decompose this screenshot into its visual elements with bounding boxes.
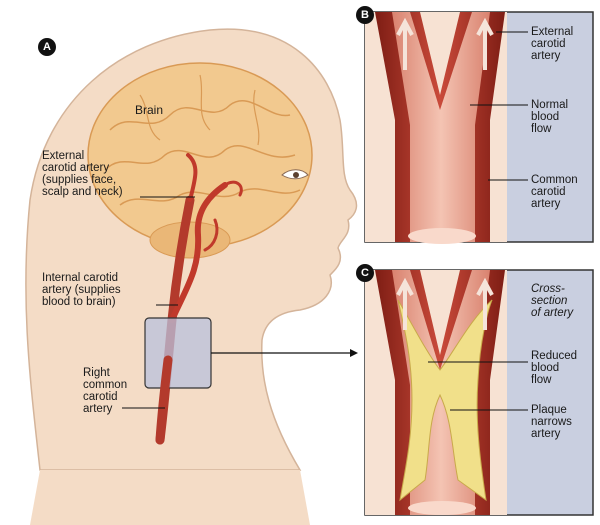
panel-a-badge: A <box>38 38 56 56</box>
label-external-carotid-a: External carotid artery (supplies face, … <box>42 150 123 198</box>
panel-c <box>364 269 594 516</box>
label-external-carotid-b: External carotid artery <box>531 26 574 62</box>
label-cross-section: Cross- section of artery <box>531 283 574 319</box>
plaque-deposit <box>397 299 493 502</box>
zoom-arrow <box>211 349 358 357</box>
leader-lines-c <box>428 361 528 411</box>
leader-lines-a <box>122 196 195 409</box>
panel-c-badge: C <box>356 264 374 282</box>
label-common-carotid-b: Common carotid artery <box>531 174 578 210</box>
label-brain: Brain <box>135 103 164 117</box>
panel-b <box>364 11 594 244</box>
eye-icon <box>281 169 309 180</box>
panel-b-badge: B <box>356 6 374 24</box>
leader-lines-b <box>470 31 528 181</box>
label-reduced-blood-flow: Reduced blood flow <box>531 350 578 386</box>
label-right-common-carotid: Right common carotid artery <box>83 367 128 415</box>
brain-shape <box>87 62 313 259</box>
label-normal-blood-flow: Normal blood flow <box>531 99 569 135</box>
label-internal-carotid: Internal carotid artery (supplies blood … <box>42 272 121 308</box>
label-plaque: Plaque narrows artery <box>531 404 572 440</box>
zoom-region-box <box>144 317 212 389</box>
